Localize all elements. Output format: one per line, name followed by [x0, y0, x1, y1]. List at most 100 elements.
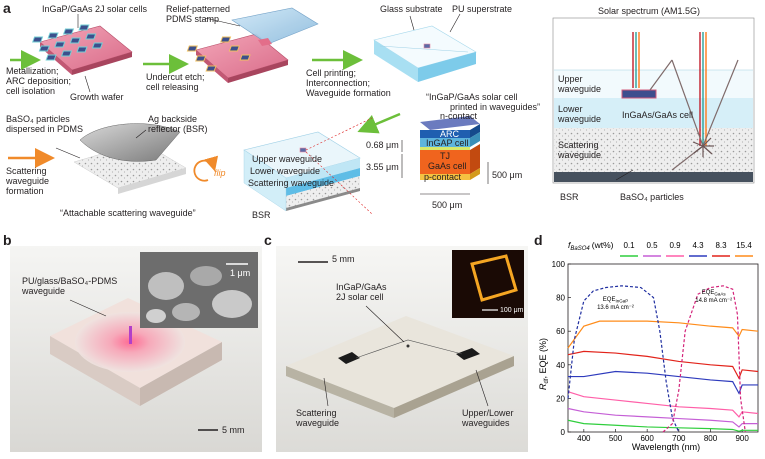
schematic-waveguide1: waveguide — [558, 84, 601, 94]
y-tick-label: 80 — [556, 294, 565, 303]
gaas-label: GaAs cell — [428, 161, 467, 171]
series-line-4.3 — [568, 372, 758, 394]
printed-caption-line1: “InGaP/GaAs solar cell — [426, 92, 518, 102]
tj-label: TJ — [440, 151, 450, 161]
stamp-label-line2: PDMS stamp — [166, 14, 219, 24]
panel-a: InGaP/GaAs 2J solar cells Growth wafer M… — [0, 0, 765, 230]
photo-c-scale: 5 mm — [332, 254, 355, 264]
step2-line2: cell releasing — [146, 82, 199, 92]
y-axis-label: Rdf, EQE (%) — [538, 338, 550, 390]
series-line-15.4 — [568, 321, 758, 348]
p-contact-label: p-contact — [424, 172, 461, 182]
step1-line2: ARC deposition; — [6, 76, 71, 86]
scatter-formation-line1: Scattering — [6, 166, 47, 176]
eqe-label-GaAs: EQEGaAs — [702, 290, 727, 297]
legend-label-8.3: 8.3 — [715, 241, 727, 250]
stack-bsr-label: BSR — [252, 210, 271, 220]
scattering-waveguide-drawing — [74, 124, 186, 194]
step1-line1: Metallization; — [6, 66, 59, 76]
leader-line — [410, 16, 414, 30]
inset-scale-label: 100 μm — [500, 306, 524, 316]
glass-substrate-drawing — [374, 26, 476, 82]
step2-line1: Undercut etch; — [146, 72, 205, 82]
schematic-waveguide2: waveguide — [558, 114, 601, 124]
flip-arrow-icon — [194, 161, 214, 181]
leader-line — [450, 14, 460, 32]
step3-line1: Cell printing; — [306, 68, 356, 78]
schematic-particles: BaSO₄ particles — [620, 192, 684, 202]
baso4-label-line1: BaSO₄ particles — [6, 114, 70, 124]
panel-c: 5 mm InGaP/GaAs 2J solar cell 100 μm Sca… — [276, 246, 528, 452]
ag-label-line2: reflector (BSR) — [148, 124, 208, 134]
step3-line2: Interconnection; — [306, 78, 370, 88]
stamp-label-line1: Relief-patterned — [166, 4, 230, 14]
waveguide-label-line2: waveguide — [22, 286, 65, 296]
x-tick-label: 900 — [735, 434, 749, 443]
schematic-cell: InGaAs/GaAs cell — [622, 110, 693, 120]
scatter-formation-line2: waveguide — [6, 176, 49, 186]
schematic-waveguide3: waveguide — [558, 150, 601, 160]
cell-label-line1: InGaP/GaAs — [336, 282, 387, 292]
x-tick-label: 400 — [577, 434, 591, 443]
legend-label-0.5: 0.5 — [646, 241, 658, 250]
stack-lower-label: Lower waveguide — [250, 166, 320, 176]
leader-line — [85, 76, 90, 92]
legend-label-15.4: 15.4 — [736, 241, 752, 250]
schematic-upper: Upper — [558, 74, 583, 84]
eqe-label-InGaP: EQEInGaP — [603, 297, 628, 304]
scattering-label-line2: waveguide — [296, 418, 339, 428]
plot-frame — [568, 264, 758, 432]
legend-label-0.9: 0.9 — [669, 241, 681, 250]
eqe-jsc-InGaP: 13.6 mA cm⁻² — [597, 305, 634, 311]
schematic-lower: Lower — [558, 104, 583, 114]
y-tick-label: 40 — [556, 361, 565, 370]
x-axis-label: Wavelength (nm) — [632, 442, 700, 452]
step1-line3: cell isolation — [6, 86, 55, 96]
glass-substrate-label: Glass substrate — [380, 4, 443, 14]
y-tick-label: 0 — [561, 428, 566, 437]
process-arrow-4 — [362, 114, 400, 130]
stack-upper-label: Upper waveguide — [252, 154, 322, 164]
chart-legend: fBaSO4(wt%) 0.1 0.5 0.9 4.3 8.3 15.4 — [568, 240, 753, 256]
cell-label-line2: 2J solar cell — [336, 292, 384, 302]
schematic-scattering: Scattering — [558, 140, 599, 150]
legend-label-0.1: 0.1 — [623, 241, 635, 250]
eqe-jsc-GaAs: 14.8 mA cm⁻² — [695, 298, 732, 304]
x-tick-label: 500 — [609, 434, 623, 443]
panel-b: PU/glass/BaSO₄-PDMS waveguide 1 μm 5 mm — [10, 246, 262, 452]
upper-lower-line2: waveguides — [462, 418, 510, 428]
schematic-bsr: BSR — [560, 192, 579, 202]
panel-letter-c: c — [264, 232, 272, 248]
scattering-label-line1: Scattering — [296, 408, 337, 418]
solar-spectrum-label: Solar spectrum (AM1.5G) — [598, 6, 700, 16]
y-tick-label: 20 — [556, 394, 565, 403]
step3-line3: Waveguide formation — [306, 88, 391, 98]
upper-lower-line1: Upper/Lower — [462, 408, 514, 418]
stack-scattering-label: Scattering waveguide — [248, 178, 334, 188]
growth-wafer-label: Growth wafer — [70, 92, 124, 102]
wafer-label: InGaP/GaAs 2J solar cells — [42, 4, 147, 14]
waveguide-label-line1: PU/glass/BaSO₄-PDMS — [22, 276, 117, 286]
dim-height: 500 μm — [492, 170, 522, 180]
baso4-label-line2: dispersed in PDMS — [6, 124, 83, 134]
leader-line — [56, 148, 80, 158]
n-contact-label: n-contact — [440, 111, 477, 121]
y-tick-label: 60 — [556, 327, 565, 336]
y-tick-label: 100 — [552, 260, 566, 269]
sem-scale-label: 1 μm — [230, 268, 250, 278]
legend-label-4.3: 4.3 — [692, 241, 704, 250]
ingap-label: InGAP cell — [426, 138, 468, 148]
ag-label-line1: Ag backside — [148, 114, 197, 124]
x-tick-label: 800 — [704, 434, 718, 443]
dim-width: 500 μm — [432, 200, 462, 210]
dim-355: 3.55 μm — [366, 162, 399, 172]
scatter-formation-line3: formation — [6, 186, 44, 196]
legend-title: fBaSO4(wt%) — [568, 240, 614, 252]
attachable-caption: “Attachable scattering waveguide” — [60, 208, 196, 218]
flip-label: flip — [214, 168, 226, 178]
photo-scale-label: 5 mm — [222, 425, 245, 435]
pu-superstrate-label: PU superstrate — [452, 4, 512, 14]
dim-068: 0.68 μm — [366, 140, 399, 150]
